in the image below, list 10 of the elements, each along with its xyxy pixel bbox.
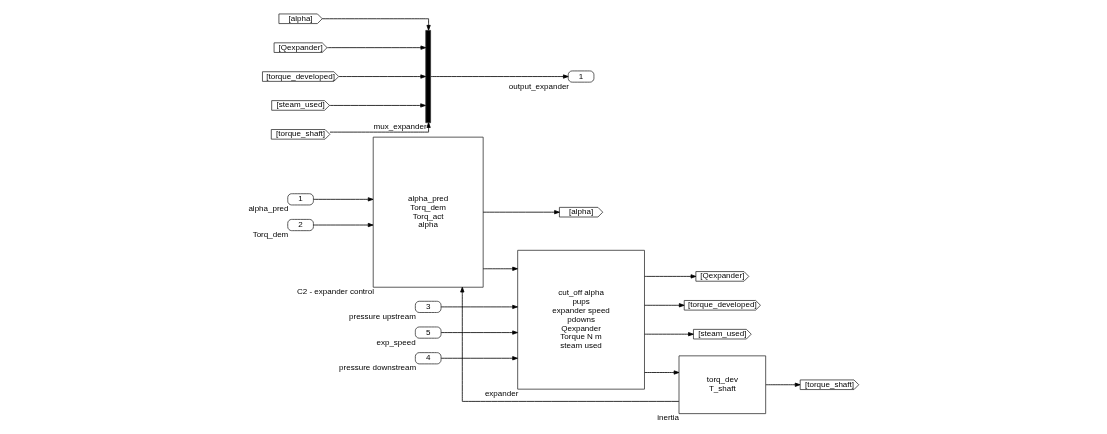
node-label: alpha_pred [247, 204, 289, 214]
node-label: exp_speed [375, 337, 416, 347]
node-label: pressure downstream [338, 363, 416, 373]
node-label: Torq_dem [252, 230, 288, 240]
node-label: output_expander [508, 81, 569, 91]
node-label: pressure upstream [348, 311, 416, 321]
node-label: expander [484, 388, 518, 398]
node-label: mux_expander [373, 122, 427, 132]
node-label: C2 - expander control [296, 286, 374, 296]
node-label: inertia [656, 413, 679, 423]
